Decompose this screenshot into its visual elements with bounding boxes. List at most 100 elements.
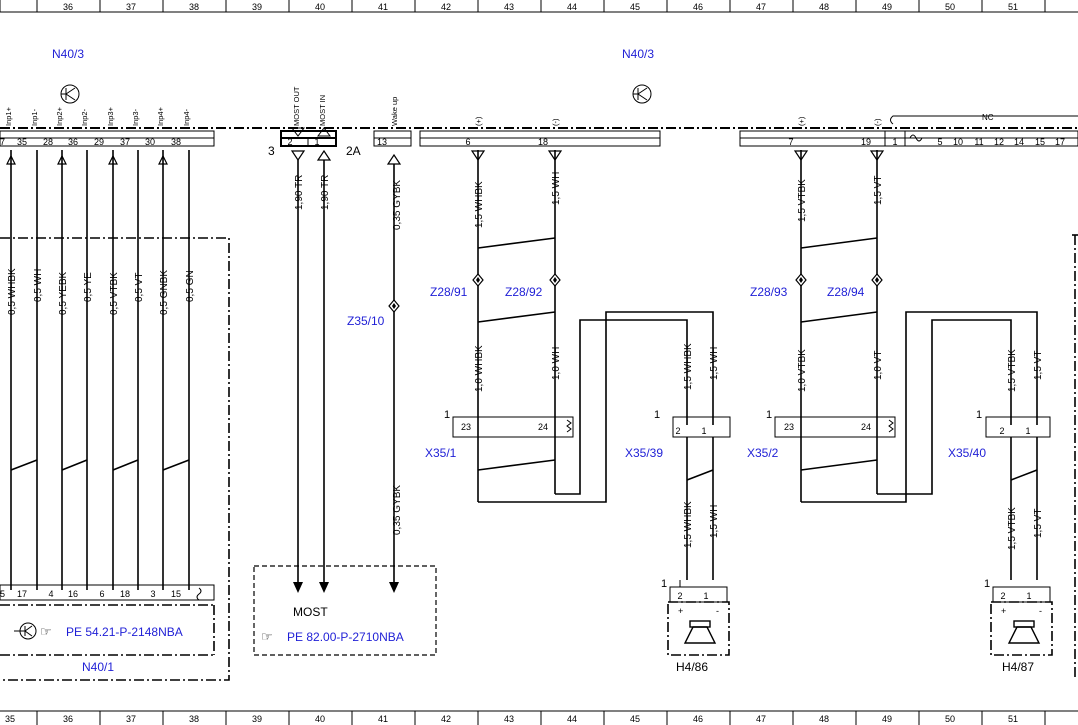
- top-ruler-42: 42: [441, 2, 451, 12]
- bottom-ruler-42: 42: [441, 714, 451, 724]
- wire-inp3-minus: 0,5 VT: [134, 273, 145, 302]
- x35-2-pin-a: 23: [784, 422, 794, 432]
- bottom-ruler-48: 48: [819, 714, 829, 724]
- z28-93-label: Z28/93: [750, 285, 788, 299]
- x35-2-connector-num: 1: [766, 409, 772, 421]
- inp3-minus-label: Inp3-: [131, 108, 140, 126]
- n40-1-reference: PE 54.21-P-2148NBA: [66, 625, 183, 639]
- bottom-ruler-47: 47: [756, 714, 766, 724]
- lspk-w1-plus: 1,5 WHBK: [474, 181, 485, 228]
- most-connector-3: 3: [268, 144, 275, 158]
- nc-pin-1: 1: [892, 137, 897, 147]
- nc-pin-5: 5: [937, 137, 942, 147]
- bottom-ruler: 35 36 37 38 39 40 41 42 43 44 45 46 47 4…: [0, 710, 1078, 725]
- lower-pin-inp2-minus: 6: [99, 589, 104, 599]
- lspk-w1-minus: 1,5 WH: [551, 172, 562, 205]
- top-ruler: 36 37 38 39 40 41 42 43 44 45 46 47 48 4…: [0, 0, 1078, 13]
- nc-label: NC: [982, 113, 994, 122]
- most-box: [253, 565, 437, 656]
- wire-wakeup-lower: 0,35 GYBK: [392, 485, 403, 535]
- pin-inp1-plus: 35: [17, 137, 27, 147]
- wire-inp1-minus: 0,5 WH: [33, 269, 44, 302]
- pin-inp4-plus: 38: [171, 137, 181, 147]
- x35-40-pin-b: 1: [1025, 426, 1030, 436]
- x35-39-pin-a: 2: [675, 426, 680, 436]
- bottom-ruler-36: 36: [63, 714, 73, 724]
- inp2-minus-label: Inp2-: [80, 108, 89, 126]
- h4-87-label: H4/87: [1002, 660, 1034, 674]
- top-ruler-48: 48: [819, 2, 829, 12]
- most-pin-in: 1: [314, 137, 319, 147]
- nc-group: [884, 115, 1078, 147]
- most-connector-2a: 2A: [346, 144, 361, 158]
- bottom-ruler-37: 37: [126, 714, 136, 724]
- h4-86-pin-a: 2: [677, 591, 682, 601]
- wire-inp2-minus: 0,5 YE: [83, 272, 94, 302]
- bottom-ruler-45: 45: [630, 714, 640, 724]
- bottom-ruler-41: 41: [378, 714, 388, 724]
- h4-86-connector-num: 1: [661, 578, 667, 590]
- lower-pin-inp1-plus: 17: [17, 589, 27, 599]
- top-ruler-43: 43: [504, 2, 514, 12]
- rspk-w2-plus: 1,0 VTBK: [797, 349, 808, 392]
- n40-1-connector: [0, 584, 215, 601]
- n40-1-label: N40/1: [82, 660, 114, 674]
- top-ruler-38: 38: [189, 2, 199, 12]
- pin-inp2-minus: 29: [94, 137, 104, 147]
- wakeup-label: Wake up: [390, 97, 399, 126]
- bottom-ruler-35: 35: [5, 714, 15, 724]
- top-ruler-39: 39: [252, 2, 262, 12]
- rspk-w3-minus: 1,5 VT: [1033, 351, 1044, 380]
- most-reference: PE 82.00-P-2710NBA: [287, 630, 404, 644]
- wire-inp4-plus: 0,5 GNBK: [159, 270, 170, 315]
- rspk-w1-plus: 1,5 VTBK: [797, 179, 808, 222]
- h4-87-pin-b: 1: [1026, 591, 1031, 601]
- top-ruler-37: 37: [126, 2, 136, 12]
- top-ruler-46: 46: [693, 2, 703, 12]
- bottom-ruler-49: 49: [882, 714, 892, 724]
- top-ruler-45: 45: [630, 2, 640, 12]
- h4-86-minus: -: [716, 606, 719, 616]
- nc-pin-11: 11: [974, 137, 983, 147]
- n40-3-label-left: N40/3: [52, 47, 84, 61]
- lspk-w4-minus: 1,5 WH: [709, 505, 720, 538]
- bottom-ruler-39: 39: [252, 714, 262, 724]
- bottom-ruler-50: 50: [945, 714, 955, 724]
- rspk-w2-minus: 1,0 VT: [873, 351, 884, 380]
- most-pin-out: 2: [287, 137, 292, 147]
- lspk-w4-plus: 1,5 WHBK: [683, 501, 694, 548]
- x35-40-connector-num: 1: [976, 409, 982, 421]
- lspk-w2-plus: 1,0 WHBK: [474, 345, 485, 392]
- x35-1-connector-num: 1: [444, 409, 450, 421]
- wire-most-in: 1,90 TR: [320, 175, 331, 210]
- lower-pin-inp3-plus: 18: [120, 589, 130, 599]
- nc-pin-15: 15: [1035, 137, 1045, 147]
- pin-partial-lower: 5: [0, 589, 5, 599]
- n40-1-boundary: [0, 237, 230, 681]
- rspk-w4-minus: 1,5 VT: [1033, 509, 1044, 538]
- top-ruler-50: 50: [945, 2, 955, 12]
- h4-87-plus: +: [1001, 606, 1006, 616]
- speaker-channel-left: [419, 130, 731, 656]
- x35-39-connector-num: 1: [654, 409, 660, 421]
- x35-39-pin-b: 1: [701, 426, 706, 436]
- h4-86-pin-b: 1: [703, 591, 708, 601]
- rspk-pin-plus: 7: [788, 137, 793, 147]
- bottom-ruler-51: 51: [1008, 714, 1018, 724]
- h4-86-plus: +: [678, 606, 683, 616]
- pin-inp3-minus: 30: [145, 137, 155, 147]
- n40-3-label-right: N40/3: [622, 47, 654, 61]
- rspk-minus-label: (-): [873, 118, 882, 126]
- z28-94-label: Z28/94: [827, 285, 865, 299]
- pin-partial-left: 7: [0, 137, 5, 147]
- top-ruler-49: 49: [882, 2, 892, 12]
- top-ruler-41: 41: [378, 2, 388, 12]
- reference-hand-icon: ☞: [261, 629, 273, 644]
- rspk-plus-label: (+): [797, 116, 806, 126]
- top-ruler-51: 51: [1008, 2, 1018, 12]
- x35-2-label: X35/2: [747, 446, 779, 460]
- wire-inp1-plus: 0,5 WHBK: [7, 268, 18, 315]
- lower-pin-inp1-minus: 4: [48, 589, 53, 599]
- lspk-pin-plus: 6: [465, 137, 470, 147]
- inp4-plus-label: Inp4+: [156, 106, 165, 126]
